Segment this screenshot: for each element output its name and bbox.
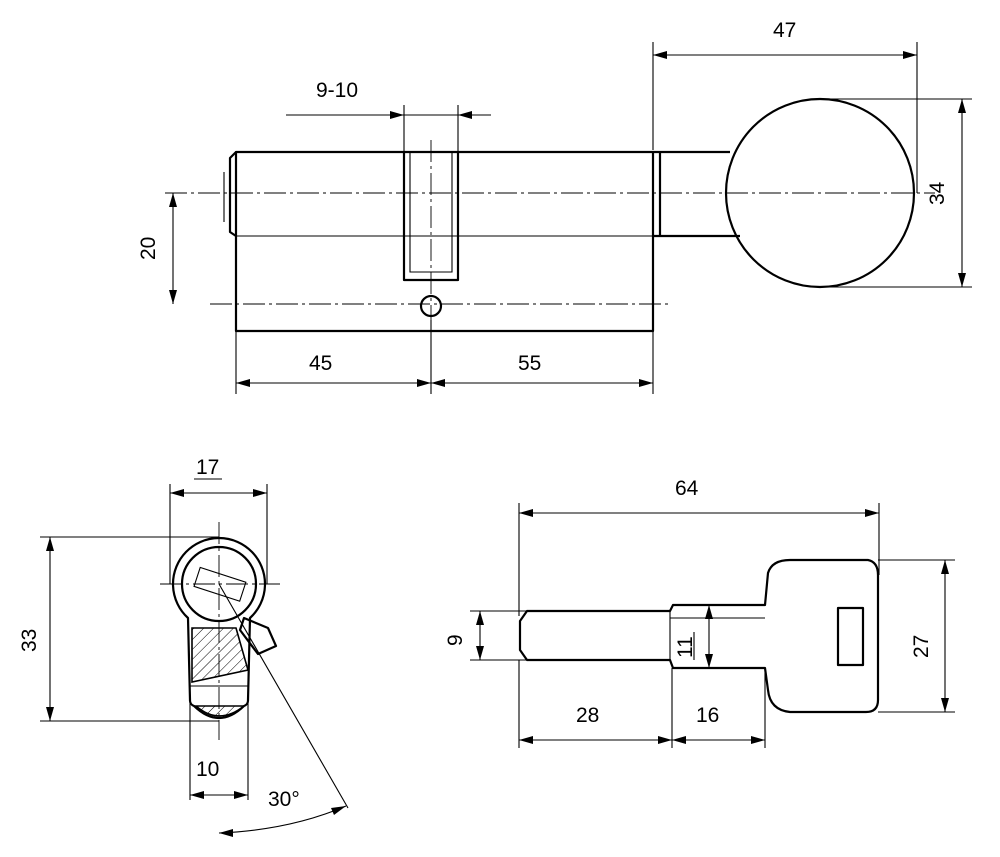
dim-label-28: 28: [576, 704, 599, 727]
key-view: 64 9 27 11 28 16: [444, 477, 955, 748]
cam-lobe: [238, 616, 278, 656]
dim-label-9-10: 9-10: [316, 79, 358, 102]
dim-label-20: 20: [137, 237, 160, 260]
dim-label-47: 47: [773, 19, 796, 42]
cylinder-left-end: [228, 151, 237, 237]
key-bow-slot: [836, 606, 865, 667]
dim-label-45: 45: [309, 352, 332, 375]
profile-outline: [171, 536, 267, 720]
dim-label-27: 27: [910, 635, 933, 658]
cylinder-side-view: 47 9-10 34 20 45 55: [137, 19, 972, 394]
dim-label-16: 16: [696, 704, 719, 727]
cylinder-profile-view: 17 33 10 30°: [18, 456, 349, 837]
dim-label-11: 11: [674, 636, 697, 658]
dim-label-10: 10: [196, 758, 219, 781]
dim-label-17: 17: [196, 456, 219, 479]
section-hatch-upper: [191, 627, 250, 683]
thumbturn-neck: [653, 150, 740, 238]
dim-label-30-deg: 30°: [268, 788, 300, 811]
key-outline: [518, 558, 880, 714]
dim-label-34: 34: [926, 181, 949, 205]
section-hatch-lower: [193, 705, 247, 717]
dim-label-9: 9: [444, 634, 467, 646]
dim-label-55: 55: [518, 352, 541, 375]
dim-label-64: 64: [675, 477, 699, 500]
dim-label-33: 33: [18, 629, 41, 652]
